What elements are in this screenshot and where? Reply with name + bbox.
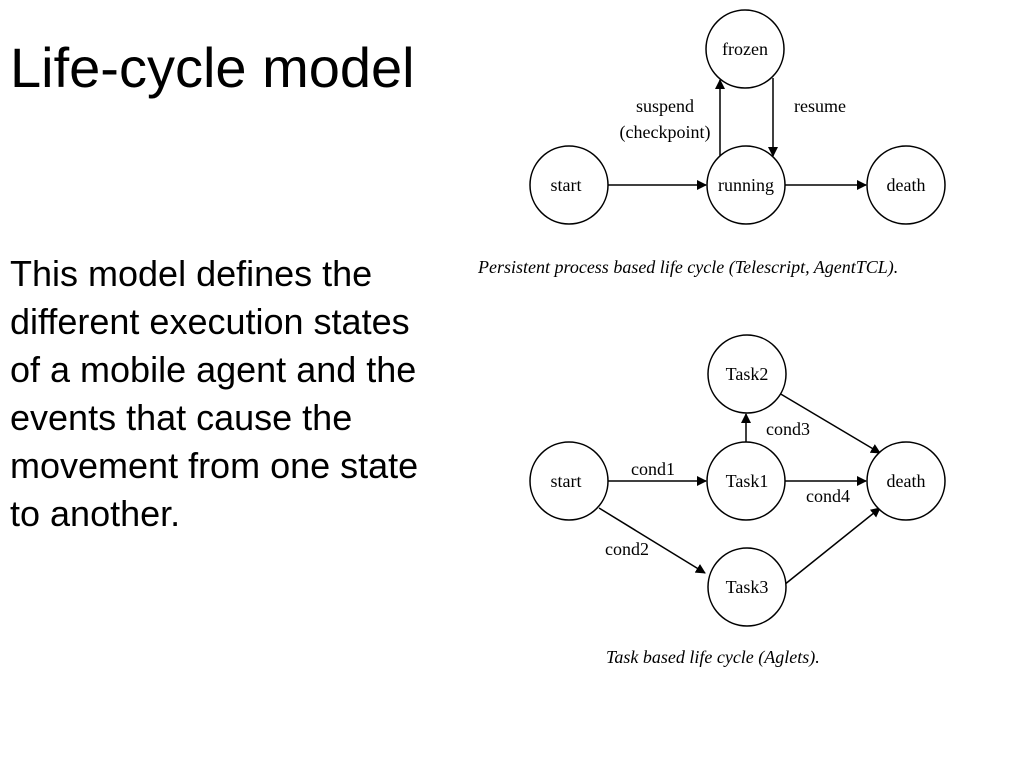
node-running-label: running xyxy=(718,175,774,195)
node-start-label: start xyxy=(551,175,582,195)
node-start: start xyxy=(529,145,609,225)
edge-label-cond4: cond4 xyxy=(806,486,850,506)
page-title: Life-cycle model xyxy=(10,36,415,99)
edge-label-checkpoint: (checkpoint) xyxy=(620,122,711,143)
diagram-task-based: Task2 start Task1 death Task3 cond1 cond… xyxy=(529,334,946,627)
edge-label-resume: resume xyxy=(794,96,846,116)
edge-label-cond1: cond1 xyxy=(631,459,675,479)
edge-task3-death xyxy=(783,507,881,586)
node-start: start xyxy=(529,441,609,521)
node-death: death xyxy=(866,145,946,225)
node-start-label: start xyxy=(551,471,582,491)
node-running: running xyxy=(706,145,786,225)
edge-label-suspend: suspend xyxy=(636,96,694,116)
node-task2: Task2 xyxy=(707,334,787,414)
node-death: death xyxy=(866,441,946,521)
description-text: This model defines the different executi… xyxy=(10,253,419,534)
node-frozen-label: frozen xyxy=(722,39,768,59)
edge-label-cond2: cond2 xyxy=(605,539,649,559)
diagram-caption-persistent: Persistent process based life cycle (Tel… xyxy=(478,257,899,277)
edge-start-task3 xyxy=(598,507,706,574)
edge-task2-death xyxy=(778,392,881,454)
node-task1-label: Task1 xyxy=(726,471,769,491)
node-task3: Task3 xyxy=(707,547,787,627)
diagram-caption-task: Task based life cycle (Aglets). xyxy=(606,647,820,667)
node-task2-label: Task2 xyxy=(726,364,769,384)
node-task1: Task1 xyxy=(706,441,786,521)
diagram-persistent-process: frozen start running death suspend (chec… xyxy=(529,9,946,225)
node-frozen: frozen xyxy=(705,9,785,89)
node-task3-label: Task3 xyxy=(726,577,769,597)
edge-label-cond3: cond3 xyxy=(766,419,810,439)
node-death-label: death xyxy=(887,175,926,195)
node-death-label: death xyxy=(887,471,926,491)
